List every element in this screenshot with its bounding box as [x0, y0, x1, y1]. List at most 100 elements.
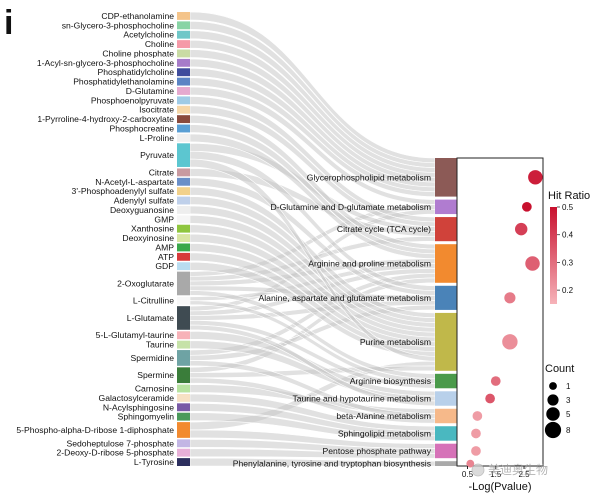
- metabolite-node-3-phosphoadenylyl-sulfate[interactable]: [177, 187, 190, 196]
- pathway-node-purine-metabolism[interactable]: [435, 312, 457, 371]
- metabolite-node-2-deoxy-d-ribose-5-phosphate[interactable]: [177, 448, 190, 457]
- bubble-point-arginine-biosynthesis: [490, 376, 501, 386]
- metabolite-node-citrate[interactable]: [177, 168, 190, 177]
- metabolite-node-phosphatidylethanolamine[interactable]: [177, 77, 190, 86]
- metabolite-node-xanthosine[interactable]: [177, 224, 190, 233]
- metabolite-node-sphingomyelin[interactable]: [177, 412, 190, 421]
- pathway-label-phenylalanine-tyrosine-and-tryptophan-biosynthesis: Phenylalanine, tyrosine and tryptophan b…: [233, 459, 431, 469]
- metabolite-label-n-acetyl-l-aspartate: N-Acetyl-L-aspartate: [95, 177, 174, 187]
- metabolite-node-l-glutamate[interactable]: [177, 306, 190, 330]
- metabolite-node-gdp[interactable]: [177, 262, 190, 271]
- bubble-point-d-glutamine-and-d-glutamate-metabolism: [522, 201, 532, 212]
- pathway-node-citrate-cycle-tca-cycle[interactable]: [435, 217, 457, 242]
- metabolite-node-spermidine[interactable]: [177, 350, 190, 366]
- pathway-node-glycerophospholipid-metabolism[interactable]: [435, 158, 457, 197]
- x-axis-label: -Log(Pvalue): [469, 481, 532, 493]
- x-tick-label-1: 1.5: [490, 470, 502, 479]
- hit-ratio-tick-label-1: 0.3: [562, 258, 574, 267]
- metabolite-node-1-pyrroline-4-hydroxy-2-carboxylate[interactable]: [177, 115, 190, 124]
- pathway-label-purine-metabolism: Purine metabolism: [360, 337, 431, 347]
- bubble-point-purine-metabolism: [502, 334, 518, 350]
- metabolite-node-taurine[interactable]: [177, 340, 190, 349]
- metabolite-node-acetylcholine[interactable]: [177, 30, 190, 39]
- pathway-node-arginine-biosynthesis[interactable]: [435, 373, 457, 389]
- sankey-links: [189, 11, 436, 467]
- metabolite-node-galactosylceramide[interactable]: [177, 393, 190, 402]
- metabolite-node-carnosine[interactable]: [177, 384, 190, 393]
- metabolite-node-choline[interactable]: [177, 40, 190, 49]
- count-legend-label-8: 8: [566, 426, 571, 435]
- metabolite-label-phosphatidylethanolamine: Phosphatidylethanolamine: [73, 77, 174, 87]
- hit-ratio-legend: Hit Ratio 0.20.30.40.5: [548, 190, 590, 304]
- metabolite-label-phosphocreatine: Phosphocreatine: [110, 124, 175, 134]
- metabolite-node-phosphatidylcholine[interactable]: [177, 68, 190, 77]
- pathway-node-pentose-phosphate-pathway[interactable]: [435, 443, 457, 459]
- sankey-link-l-glutamate-to-arginine-biosynthesis: [189, 320, 436, 389]
- pathway-label-beta-alanine-metabolism: beta-Alanine metabolism: [336, 411, 431, 421]
- watermark-text: 美迪奥生物: [488, 463, 548, 477]
- metabolite-node-n-acetyl-l-aspartate[interactable]: [177, 177, 190, 186]
- metabolite-node-deoxyguanosine[interactable]: [177, 205, 190, 214]
- metabolite-node-5-phospho-alpha-d-ribose-1-diphosphate[interactable]: [177, 422, 190, 438]
- metabolite-node-2-oxoglutarate[interactable]: [177, 271, 190, 296]
- metabolite-node-cdp-ethanolamine[interactable]: [177, 12, 190, 20]
- metabolite-label-spermidine: Spermidine: [131, 353, 175, 363]
- metabolite-node-adenylyl-sulfate[interactable]: [177, 196, 190, 205]
- metabolite-node-1-acyl-sn-glycero-3-phosphocholine[interactable]: [177, 58, 190, 67]
- pathway-node-taurine-and-hypotaurine-metabolism[interactable]: [435, 391, 457, 406]
- bubble-point-glycerophospholipid-metabolism: [528, 170, 543, 185]
- pathway-label-alanine-aspartate-and-glutamate-metabolism: Alanine, aspartate and glutamate metabol…: [259, 293, 431, 303]
- count-legend-label-3: 3: [566, 396, 571, 405]
- count-legend-dot-3: [547, 394, 559, 406]
- pathway-node-arginine-and-proline-metabolism[interactable]: [435, 244, 457, 283]
- bubble-plot-frame: [456, 157, 544, 467]
- pathway-node-sphingolipid-metabolism[interactable]: [435, 426, 457, 441]
- pathway-node-beta-alanine-metabolism[interactable]: [435, 408, 457, 424]
- metabolite-label-1-pyrroline-4-hydroxy-2-carboxylate: 1-Pyrroline-4-hydroxy-2-carboxylate: [37, 114, 174, 124]
- hit-ratio-colorbar: [550, 207, 557, 304]
- metabolite-label-5-phospho-alpha-d-ribose-1-diphosphate: 5-Phospho-alpha-D-ribose 1-diphosphate: [16, 425, 174, 435]
- pathway-node-alanine-aspartate-and-glutamate-metabolism[interactable]: [435, 285, 457, 310]
- metabolite-node-l-proline[interactable]: [177, 133, 190, 142]
- metabolite-label-atp: ATP: [158, 252, 174, 262]
- bubble-point-pentose-phosphate-pathway: [471, 446, 481, 456]
- metabolite-node-l-tyrosine[interactable]: [177, 458, 190, 466]
- metabolite-label-gdp: GDP: [155, 261, 174, 271]
- metabolite-node-phosphoenolpyruvate[interactable]: [177, 96, 190, 105]
- metabolite-node-5-l-glutamyl-taurine[interactable]: [177, 331, 190, 340]
- metabolite-node-pyruvate[interactable]: [177, 143, 190, 167]
- metabolite-node-atp[interactable]: [177, 252, 190, 261]
- panel-letter: i: [4, 4, 13, 42]
- metabolite-label-l-proline: L-Proline: [140, 133, 175, 143]
- pathway-label-glycerophospholipid-metabolism: Glycerophospholipid metabolism: [307, 172, 431, 182]
- count-legend-label-5: 5: [566, 410, 571, 419]
- bubble-point-alanine-aspartate-and-glutamate-metabolism: [504, 292, 516, 304]
- hit-ratio-tick-label-3: 0.5: [562, 203, 574, 212]
- pathway-label-citrate-cycle-tca-cycle: Citrate cycle (TCA cycle): [337, 224, 431, 234]
- metabolite-node-spermine[interactable]: [177, 367, 190, 384]
- metabolite-label-deoxyinosine: Deoxyinosine: [122, 233, 174, 243]
- metabolite-node-isocitrate[interactable]: [177, 105, 190, 114]
- metabolite-node-deoxyinosine[interactable]: [177, 234, 190, 242]
- metabolite-node-d-glutamine[interactable]: [177, 87, 190, 95]
- metabolite-node-l-citrulline[interactable]: [177, 296, 190, 305]
- metabolite-node-amp[interactable]: [177, 243, 190, 252]
- metabolite-node-n-acylsphingosine[interactable]: [177, 403, 190, 412]
- metabolite-label-sedoheptulose-7-phosphate: Sedoheptulose 7-phosphate: [66, 438, 174, 448]
- metabolite-node-choline-phosphate[interactable]: [177, 49, 190, 58]
- metabolite-label-phosphoenolpyruvate: Phosphoenolpyruvate: [91, 95, 174, 105]
- pathway-node-phenylalanine-tyrosine-and-tryptophan-biosynthesis[interactable]: [435, 461, 457, 466]
- metabolite-label-d-glutamine: D-Glutamine: [126, 86, 174, 96]
- hit-ratio-legend-title: Hit Ratio: [548, 190, 590, 202]
- metabolite-label-5-l-glutamyl-taurine: 5-L-Glutamyl-taurine: [96, 330, 175, 340]
- metabolite-node-sedoheptulose-7-phosphate[interactable]: [177, 439, 190, 448]
- metabolite-label-choline: Choline: [145, 39, 174, 49]
- metabolite-node-sn-glycero-3-phosphocholine[interactable]: [177, 21, 190, 30]
- metabolite-node-phosphocreatine[interactable]: [177, 124, 190, 133]
- pathway-node-d-glutamine-and-d-glutamate-metabolism[interactable]: [435, 199, 457, 215]
- metabolite-node-gmp[interactable]: [177, 215, 190, 224]
- metabolite-label-isocitrate: Isocitrate: [139, 105, 174, 115]
- hit-ratio-tick-label-0: 0.2: [562, 286, 574, 295]
